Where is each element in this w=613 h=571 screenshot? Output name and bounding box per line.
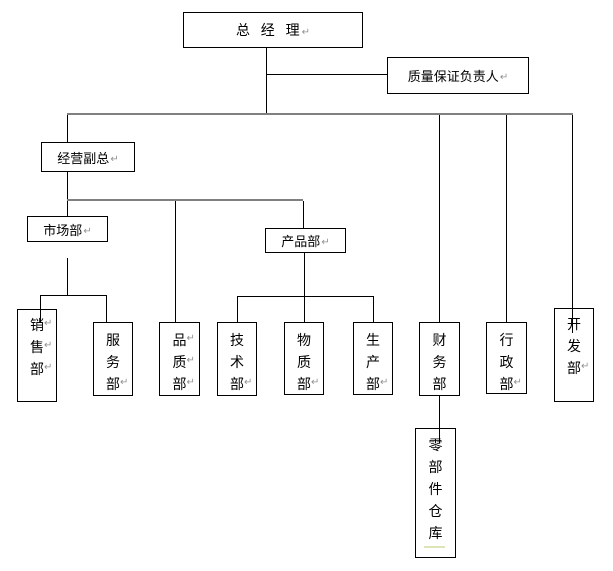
faint-underline [424, 546, 445, 548]
node-label-line: 零 [428, 437, 443, 453]
node-label-line: 生 [366, 332, 380, 348]
node-label-line: 部↵ [230, 376, 253, 392]
node-vp-operations: 经营副总↵ [41, 142, 135, 172]
node-label-line: 部↵ [567, 360, 590, 376]
node-label-line: 发 [567, 338, 581, 354]
paragraph-mark-icon: ↵ [44, 362, 53, 373]
node-label-line: 务 [432, 354, 447, 370]
node-service: 服 务 部↵ [93, 322, 133, 396]
node-finance: 财 务 部 [419, 322, 460, 396]
connector-drop-technology [237, 296, 238, 322]
node-label-line: 开 [567, 316, 581, 332]
node-label-line: 部↵ [499, 376, 522, 392]
node-quality: 品↵ 质↵ 部↵ [159, 322, 200, 396]
node-label-line: 技 [230, 332, 244, 348]
connector-product-stem [304, 253, 305, 322]
node-label: 经营副总 [57, 150, 110, 166]
paragraph-mark-icon: ↵ [44, 318, 53, 329]
node-general-manager: 总 经 理↵ [183, 12, 363, 48]
connector-drop-service [106, 295, 107, 322]
node-label-line: 部↵ [30, 361, 53, 377]
paragraph-mark-icon: ↵ [321, 237, 330, 248]
node-technology: 技 术 部↵ [217, 322, 257, 396]
paragraph-mark-icon: ↵ [44, 340, 53, 351]
node-label-line: 部 [428, 459, 443, 475]
connector-drop-finance [439, 115, 440, 322]
node-label: 市场部 [43, 222, 83, 238]
paragraph-mark-icon: ↵ [499, 72, 509, 83]
node-label-line: 财 [432, 332, 447, 348]
connector-qa-branch [266, 74, 387, 75]
connector-second-bus [67, 199, 303, 201]
node-label-line: 产 [366, 354, 380, 370]
node-marketing: 市场部↵ [27, 216, 108, 242]
paragraph-mark-icon: ↵ [186, 333, 195, 344]
connector-drop-vp [67, 115, 68, 142]
node-qa-lead: 质量保证负责人↵ [387, 57, 529, 94]
node-label-line: 件 [428, 481, 443, 497]
connector-drop-sales [40, 295, 41, 322]
paragraph-mark-icon: ↵ [244, 377, 253, 388]
node-label-line: 销↵ [30, 317, 53, 333]
node-label-line: 仓 [428, 503, 443, 519]
node-label-line: 售↵ [30, 339, 53, 355]
connector-finance-warehouse [439, 396, 440, 443]
connector-marketing-subbus [40, 295, 107, 296]
node-development: 开 发 部↵ [554, 308, 594, 402]
paragraph-mark-icon: ↵ [513, 377, 522, 388]
node-label-line: 行 [499, 332, 514, 348]
node-label-line: 品↵ [172, 332, 195, 348]
node-production: 生 产 部↵ [353, 322, 393, 395]
node-label-line: 务 [106, 354, 120, 370]
connector-drop-production [373, 296, 374, 322]
node-label: 总 经 理 [236, 22, 301, 38]
paragraph-mark-icon: ↵ [186, 355, 195, 366]
node-administration: 行 政 部↵ [486, 322, 527, 394]
node-label-line: 部 [432, 376, 447, 392]
connector-product-subbus [237, 296, 374, 297]
connector-drop-quality [175, 201, 176, 322]
node-label: 产品部 [281, 234, 321, 249]
connector-gm-stem [266, 48, 267, 113]
node-label-line: 政 [499, 354, 514, 370]
node-label-line: 部↵ [106, 376, 129, 392]
node-product: 产品部↵ [265, 228, 346, 253]
connector-drop-product [303, 201, 304, 228]
node-label-line: 物 [297, 332, 311, 348]
paragraph-mark-icon: ↵ [581, 361, 590, 372]
paragraph-mark-icon: ↵ [380, 377, 389, 388]
node-parts-warehouse: 零 部 件 仓 库 [415, 428, 456, 558]
connector-drop-development [572, 115, 573, 333]
connector-marketing-stem [67, 258, 68, 295]
paragraph-mark-icon: ↵ [83, 225, 92, 237]
node-label-line: 服 [106, 332, 120, 348]
node-label-line: 术 [230, 354, 244, 370]
node-materials: 物 质 部↵ [284, 322, 324, 395]
node-label-line: 质↵ [172, 354, 195, 370]
node-label-line: 部↵ [366, 376, 389, 392]
node-label-line: 部↵ [297, 376, 320, 392]
connector-vp-stem [67, 172, 68, 199]
node-label: 质量保证负责人 [407, 69, 499, 84]
connector-drop-administration [506, 115, 507, 322]
node-label-line: 质 [297, 354, 311, 370]
paragraph-mark-icon: ↵ [301, 26, 310, 38]
paragraph-mark-icon: ↵ [120, 377, 129, 388]
node-label-line: 部↵ [172, 376, 195, 392]
node-sales: 销↵ 售↵ 部↵ [17, 309, 57, 402]
paragraph-mark-icon: ↵ [186, 377, 195, 388]
connector-drop-marketing [67, 201, 68, 216]
paragraph-mark-icon: ↵ [311, 377, 320, 388]
paragraph-mark-icon: ↵ [110, 153, 119, 165]
connector-main-bus [67, 113, 573, 115]
node-label-line: 库 [428, 525, 443, 541]
